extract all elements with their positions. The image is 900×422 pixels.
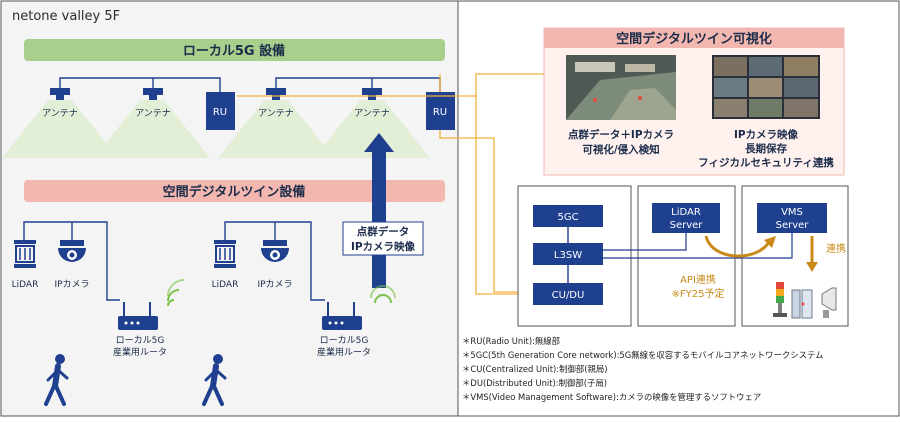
api-label-line1: API連携 — [680, 273, 716, 286]
antenna-label: アンテナ — [354, 108, 390, 119]
viz-band — [544, 28, 844, 48]
security-door-icon — [791, 289, 813, 319]
renkei-label: 連携 — [826, 242, 846, 255]
antenna-coverage — [314, 100, 430, 158]
building-panel — [0, 0, 459, 417]
api-label-line2: ※FY25予定 — [672, 287, 725, 300]
lidar-server-line1: LiDAR — [671, 207, 701, 218]
point-cloud-thumbnail — [566, 55, 676, 120]
api-arrow-head — [764, 236, 776, 248]
router-icon — [322, 302, 362, 330]
arrow-caption-line2: IPカメラ映像 — [351, 240, 416, 253]
viz-band-label: 空間デジタルツイン可視化 — [616, 31, 772, 47]
arrow-caption-line1: 点群データ — [357, 225, 410, 238]
antenna-label: アンテナ — [258, 108, 294, 119]
viz-left-line1: 点群データ＋IPカメラ — [568, 128, 674, 141]
server-link — [603, 232, 687, 251]
local5g-band — [24, 39, 445, 61]
router-label-line1: ローカル5G — [320, 335, 369, 346]
twin-band-label: 空間デジタルツイン設備 — [163, 184, 306, 200]
vms-server-line2: Server — [776, 220, 810, 231]
ip-camera-icon — [261, 240, 289, 262]
camera-grid-thumbnail — [712, 55, 820, 119]
speaker-icon — [821, 287, 837, 318]
antenna-label: アンテナ — [42, 108, 78, 119]
ip-camera-icon — [58, 240, 86, 262]
vms-server-box — [757, 203, 827, 233]
antenna-coverage — [94, 100, 210, 158]
lidar-icon — [214, 240, 236, 268]
lidar-server-line2: Server — [670, 220, 704, 231]
5gc-box — [533, 205, 603, 227]
lidar-label: LiDAR — [12, 280, 39, 290]
footnote: ＊DU(Distributed Unit):制御部(子局) — [462, 378, 607, 388]
person-walking-icon — [44, 354, 69, 406]
antenna-icon — [50, 88, 70, 100]
antenna-label: アンテナ — [135, 108, 171, 119]
antenna-icon — [143, 88, 163, 100]
footnote: ＊CU(Centralized Unit):制御部(親局) — [462, 364, 608, 374]
footnote: ＊RU(Radio Unit):無線部 — [462, 336, 560, 346]
footnote: ＊5GC(5th Generation Core network):5G無線を収… — [462, 350, 823, 360]
l3sw-label: L3SW — [554, 250, 582, 261]
lidar-server-box — [652, 203, 720, 233]
arrow-caption-box — [342, 221, 424, 256]
antenna-coverage — [218, 100, 334, 158]
device-wire — [224, 221, 325, 301]
fiber-line — [439, 130, 518, 293]
ipcam-label: IPカメラ — [54, 279, 89, 290]
person-walking-icon — [202, 354, 227, 406]
cudu-label: CU/DU — [552, 290, 585, 301]
viz-right-line1: IPカメラ映像 — [734, 128, 799, 141]
core-rack — [517, 185, 632, 327]
cudu-box — [533, 283, 603, 305]
5gc-label: 5GC — [557, 212, 578, 223]
ru-label: RU — [433, 107, 447, 118]
server-link — [603, 232, 793, 259]
fiber-line — [237, 73, 560, 295]
renkei-arrow-head — [806, 262, 818, 272]
router-label-line2: 産業用ルータ — [317, 346, 371, 358]
antenna-icon — [362, 88, 382, 100]
lidar-icon — [14, 240, 36, 268]
floor-title: netone valley 5F — [12, 9, 120, 24]
lidar-label: LiDAR — [212, 280, 239, 290]
ru-wire — [59, 77, 221, 92]
l3sw-box — [533, 243, 603, 265]
device-wire — [23, 221, 120, 301]
footnote: ＊VMS(Video Management Software):カメラの映像を管… — [462, 392, 761, 402]
ru-box — [426, 92, 455, 130]
twin-band — [24, 180, 445, 202]
viz-right-line3: フィジカルセキュリティ連携 — [698, 156, 834, 169]
wireless-signal-icon — [370, 285, 396, 304]
router-icon — [118, 302, 158, 330]
router-label-line1: ローカル5G — [116, 335, 165, 346]
signal-tower-icon — [773, 282, 787, 317]
ipcam-label: IPカメラ — [257, 279, 292, 290]
wireless-signal-icon — [167, 279, 185, 307]
upload-arrow — [364, 133, 394, 288]
ru-box — [206, 92, 235, 130]
ru-label: RU — [213, 107, 227, 118]
vms-server-line1: VMS — [781, 207, 803, 218]
api-arrow — [704, 235, 772, 258]
viz-right-line2: 長期保存 — [745, 142, 787, 155]
antenna-coverage — [2, 100, 118, 158]
antenna-icon — [266, 88, 286, 100]
local5g-band-label: ローカル5G 設備 — [183, 43, 285, 59]
router-label-line2: 産業用ルータ — [113, 346, 167, 358]
viz-left-line2: 可視化/侵入検知 — [582, 143, 659, 156]
